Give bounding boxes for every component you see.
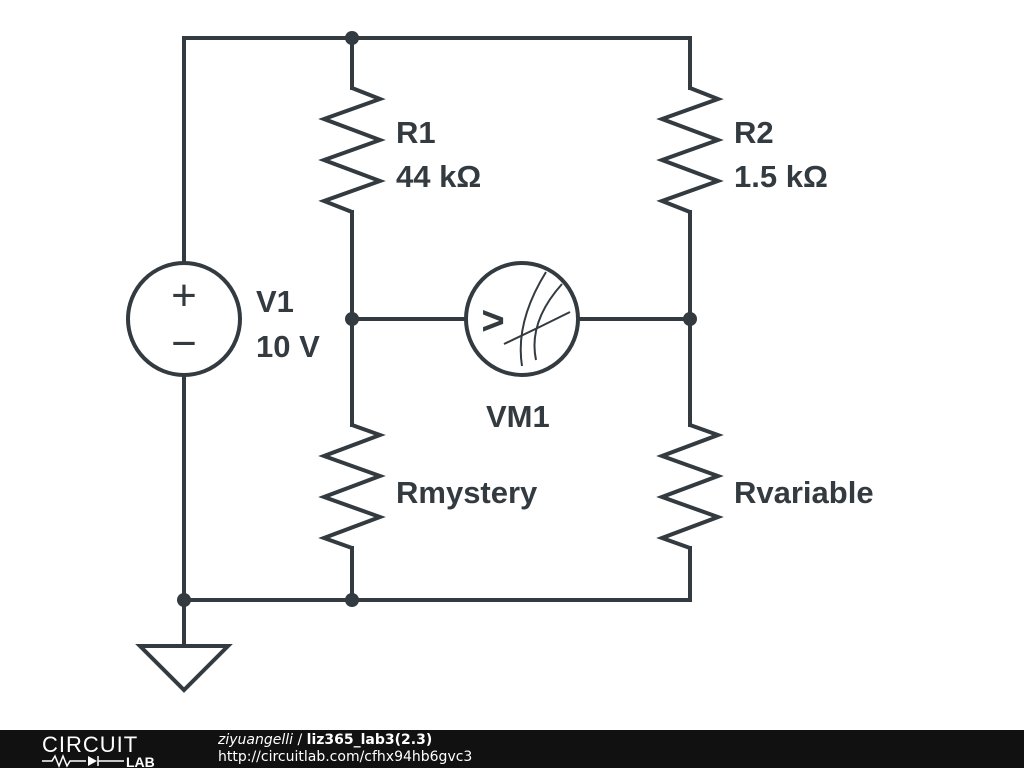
voltmeter-vm1: > — [464, 261, 580, 377]
junction-nodes — [177, 31, 697, 607]
node-mid-right — [683, 312, 697, 326]
rmystery-name: Rmystery — [396, 475, 538, 510]
node-top — [345, 31, 359, 45]
ground-icon — [135, 644, 233, 693]
logo-text-circuit: CIRCUIT — [42, 732, 138, 757]
node-bottom-mid — [345, 593, 359, 607]
logo-resistor-icon — [42, 753, 86, 768]
circuitlab-logo: CIRCUIT LAB — [42, 732, 155, 768]
project-title-line: ziyuangelli / liz365_lab3(2.3) — [218, 732, 472, 749]
circuit-schematic: + − > R1 44 kΩ R2 1.5 kΩ V1 10 V VM1 Rmy… — [126, 31, 874, 693]
rvariable-name: Rvariable — [734, 475, 874, 510]
project-url[interactable]: http://circuitlab.com/cfhx94hb6gvc3 — [218, 749, 473, 765]
v1-minus-symbol: − — [171, 319, 197, 368]
r1-name: R1 — [396, 115, 436, 150]
wire-top — [182, 36, 692, 264]
v1-plus-symbol: + — [171, 271, 197, 320]
voltage-source-v1: + − — [126, 261, 242, 377]
voltmeter-dial-icon — [503, 271, 571, 367]
r1-value: 44 kΩ — [396, 159, 481, 194]
footer-bar: CIRCUIT LAB ziyuangelli / liz365_lab3(2.… — [0, 730, 1024, 768]
vm1-name: VM1 — [486, 399, 550, 434]
node-mid-left — [345, 312, 359, 326]
author-link[interactable]: ziyuangelli — [218, 732, 294, 748]
resistor-rvariable — [656, 423, 724, 550]
wires — [182, 36, 692, 648]
logo-diode-icon — [88, 756, 97, 766]
resistor-r1 — [318, 86, 386, 214]
node-bottom-left — [177, 593, 191, 607]
v1-name: V1 — [256, 284, 294, 319]
resistor-rmystery — [318, 423, 386, 550]
logo-text-lab: LAB — [126, 754, 155, 768]
resistor-r2 — [656, 86, 724, 214]
project-info: ziyuangelli / liz365_lab3(2.3) http://ci… — [218, 732, 472, 766]
project-name-link[interactable]: liz365_lab3(2.3) — [306, 732, 433, 748]
separator: / — [293, 732, 307, 748]
r2-value: 1.5 kΩ — [734, 159, 828, 194]
r2-name: R2 — [734, 115, 774, 150]
voltmeter-symbol: > — [481, 299, 504, 343]
v1-value: 10 V — [256, 329, 320, 364]
